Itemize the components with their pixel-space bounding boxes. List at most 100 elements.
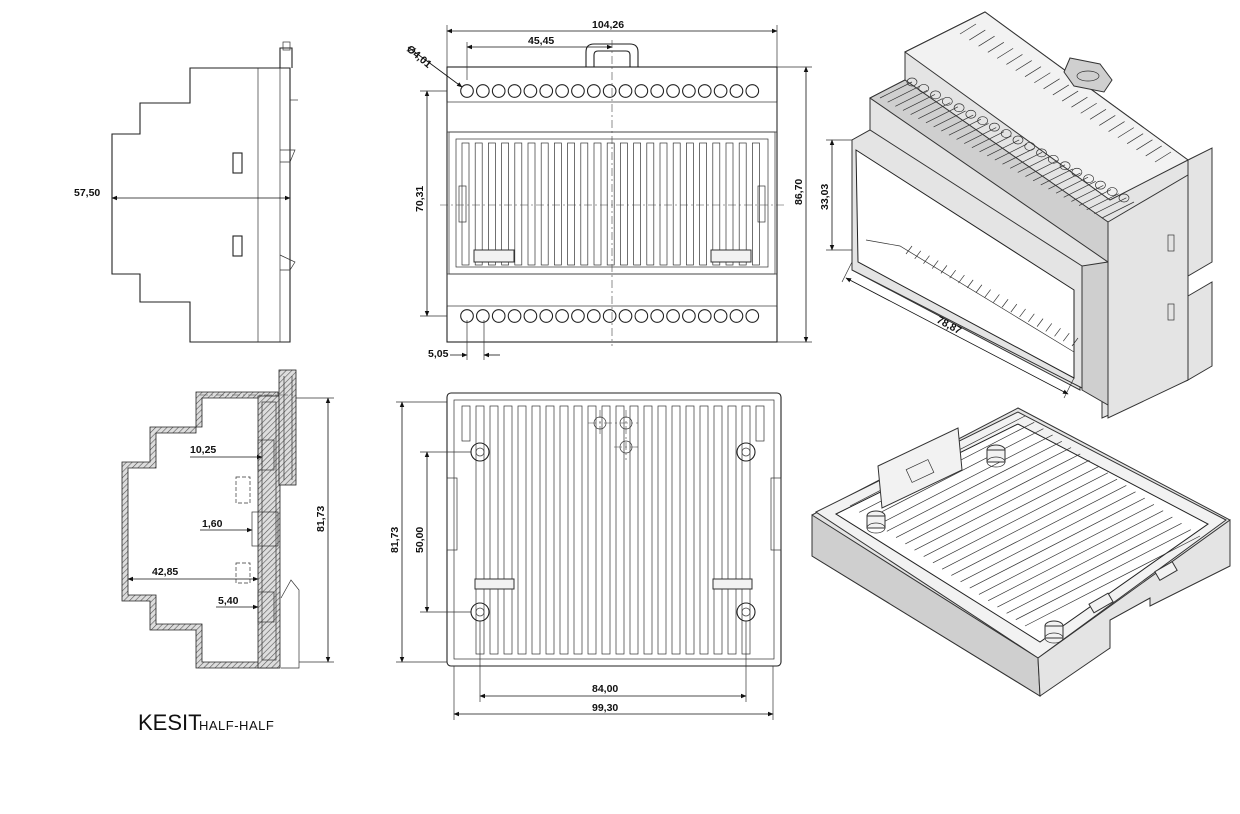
terminal-hole (713, 309, 728, 323)
dim-section-step-label: 5,40 (218, 595, 239, 607)
terminal-hole (586, 84, 601, 98)
vent-rib (527, 142, 536, 266)
terminal-hole (953, 103, 965, 113)
vent-rib (629, 405, 639, 655)
terminal-hole (1118, 193, 1130, 203)
iso-terminal-holes (906, 77, 1130, 203)
vent-slot (1061, 90, 1079, 102)
vent-rib (727, 405, 737, 655)
terminal-hole (523, 309, 538, 323)
base-rib (997, 516, 1173, 608)
vent-rib (580, 142, 589, 266)
vent-slot (971, 131, 1005, 148)
brand-name: KESIT (138, 710, 202, 735)
vent-rib (685, 405, 695, 655)
base-rib (877, 434, 1053, 526)
terminal-hole (602, 84, 617, 98)
dim-base: 81,73 50,00 84,00 99,30 (389, 401, 774, 720)
vent-slot (925, 106, 959, 124)
vent-slot (996, 48, 1014, 59)
vent-slot (1043, 78, 1060, 90)
terminal-hole (682, 309, 696, 323)
vent-rib (712, 142, 721, 266)
terminal-hole (602, 309, 617, 323)
terminal-hole (586, 309, 601, 323)
vent-rib (503, 405, 513, 655)
terminal-hole (697, 84, 712, 98)
terminal-hole (745, 84, 760, 98)
terminal-hole (745, 309, 760, 323)
terminal-hole (1106, 187, 1118, 196)
base-view (446, 392, 782, 667)
vent-slot (1024, 66, 1042, 77)
brand-logo: KESIT HALF-HALF (138, 710, 274, 735)
vent-rib (461, 142, 470, 266)
vent-rib (517, 405, 527, 655)
inner-slot (931, 260, 939, 269)
vent-slot (902, 94, 936, 111)
base-rib (868, 428, 1044, 519)
vent-slot (1055, 176, 1089, 194)
iso-base-view (811, 407, 1231, 697)
inner-slot (1071, 337, 1079, 347)
base-rib (1024, 535, 1201, 627)
vent-rib (659, 142, 668, 266)
dim-front-hole-label: Ø4,01 (404, 43, 434, 71)
vent-rib (573, 405, 583, 655)
terminal-hole (476, 309, 490, 323)
terminal-hole (682, 84, 696, 98)
base-rib (895, 447, 1072, 538)
vent-slot (1099, 115, 1116, 126)
brand-subtitle: HALF-HALF (199, 718, 274, 733)
vent-slot (1094, 197, 1127, 215)
vent-rib (545, 405, 555, 655)
dim-side-depth: 57,50 (74, 187, 291, 201)
vent-rib (752, 142, 760, 266)
terminal-hole (571, 84, 585, 98)
iso-top-ventilation-slots (879, 23, 1172, 219)
terminal-hole (1047, 154, 1059, 164)
base-rib (914, 459, 1090, 551)
vent-slot (948, 118, 982, 136)
vent-rib (671, 405, 681, 655)
vent-slot (1034, 72, 1051, 84)
vent-rib (606, 142, 615, 266)
vent-slot (956, 123, 989, 140)
vent-slot (918, 102, 951, 120)
terminal-hole (618, 84, 633, 98)
terminal-hole (1000, 129, 1012, 138)
vent-rib (620, 142, 628, 266)
vent-rib (643, 405, 653, 655)
dim-front-inner-height-label: 70,31 (414, 186, 426, 212)
terminal-hole (539, 84, 554, 98)
vent-rib (461, 405, 471, 442)
front-terminal-holes-bottom (460, 309, 760, 323)
vent-slot (1126, 133, 1144, 145)
base-rib (987, 510, 1164, 602)
terminal-hole (1024, 142, 1036, 151)
vent-rib (755, 405, 765, 442)
side-view (111, 41, 298, 343)
vent-rib (686, 142, 694, 266)
vent-rib (489, 405, 499, 655)
terminal-hole (1059, 161, 1071, 171)
terminal-hole (571, 309, 585, 323)
vent-rib (699, 142, 707, 266)
vent-rib (699, 405, 709, 655)
vent-slot (979, 135, 1012, 153)
base-rib (923, 466, 1099, 557)
terminal-hole (507, 309, 522, 323)
vent-rib (501, 142, 509, 266)
vent-slot (1078, 189, 1112, 206)
dim-section-depth-label: 42,85 (152, 566, 178, 578)
dim-front-height-label: 86,70 (793, 179, 805, 205)
terminal-hole (930, 90, 941, 100)
inner-slot (923, 255, 930, 264)
vent-slot (1009, 152, 1043, 169)
vent-slot (1052, 84, 1070, 96)
vent-slot (1101, 201, 1135, 219)
vent-rib (738, 142, 747, 266)
front-view (440, 40, 784, 346)
base-rib (969, 497, 1145, 589)
